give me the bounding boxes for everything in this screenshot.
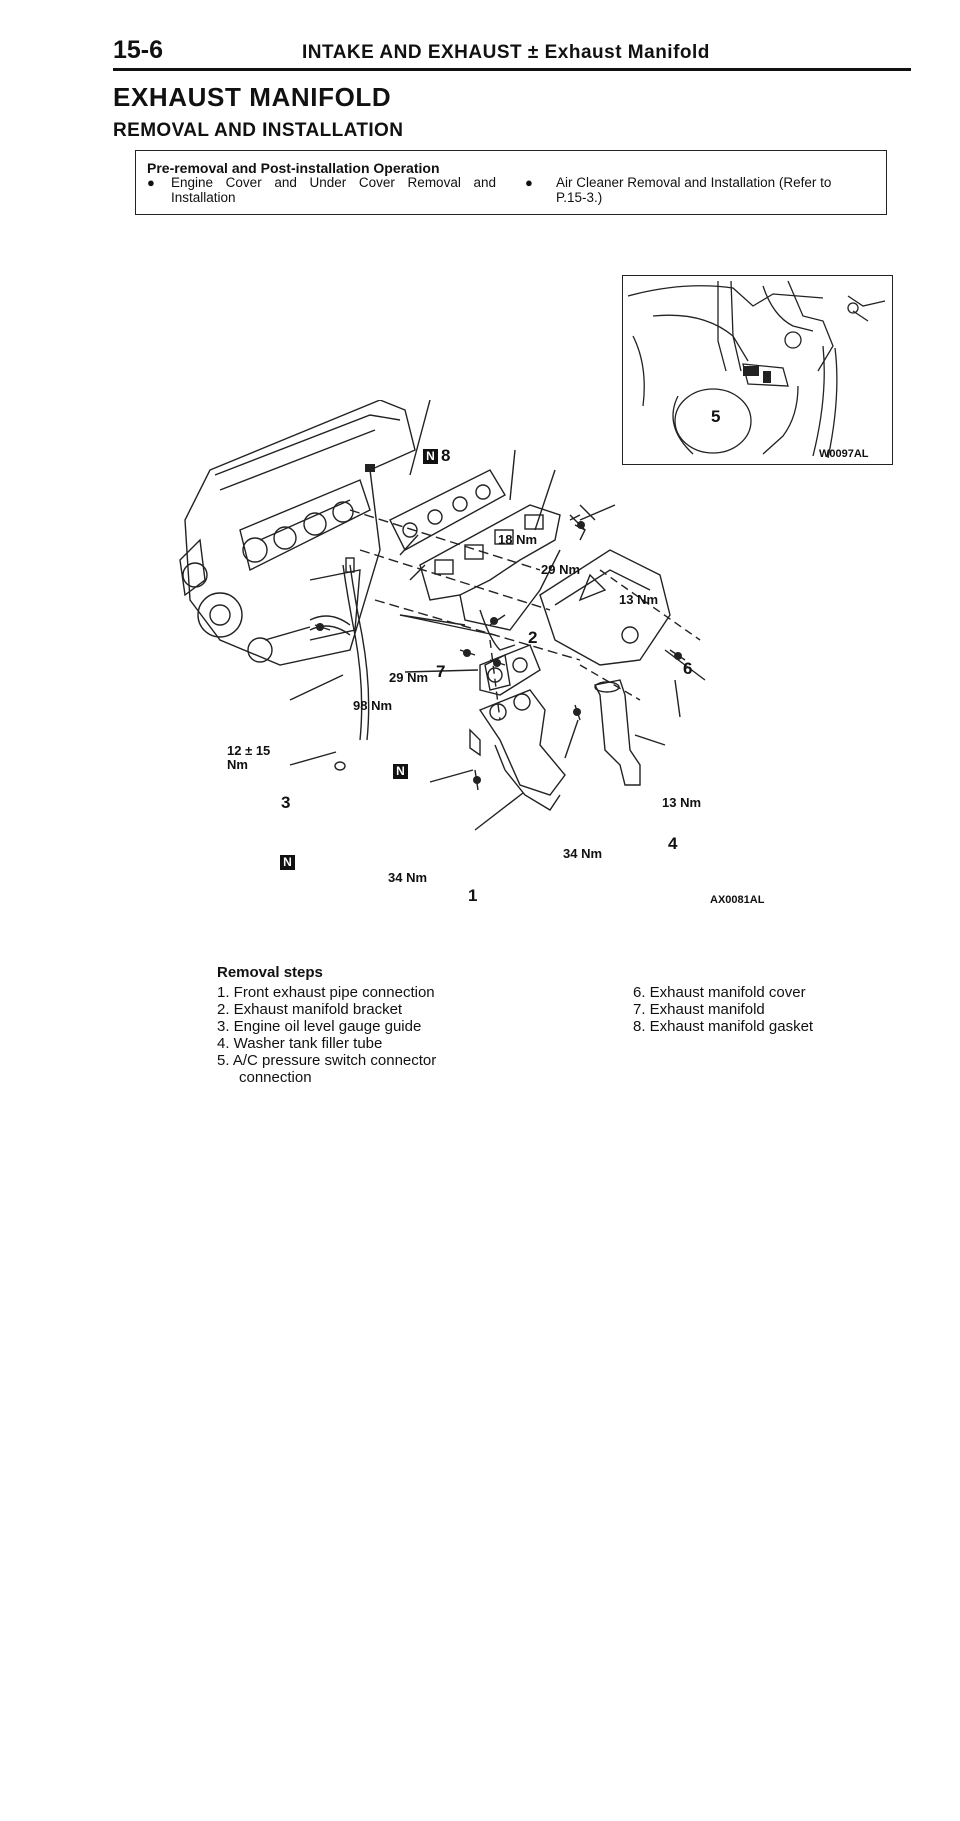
part-number-7: 7	[436, 662, 446, 681]
main-figure-code: AX0081AL	[710, 894, 765, 906]
removal-step: 1. Front exhaust pipe connection	[217, 984, 435, 1001]
replace-mark-icon: N	[393, 764, 408, 779]
part-number-1: 1	[468, 886, 478, 905]
torque-unit-label: Nm	[227, 757, 248, 772]
bullet-icon: ●	[525, 175, 533, 190]
part-number-5: 5	[711, 407, 721, 426]
torque-label: 34 Nm	[388, 870, 428, 885]
section-name: INTAKE AND EXHAUST ±	[302, 42, 539, 63]
pre-operation-title: Pre-removal and Post-installation Operat…	[147, 160, 440, 176]
torque-label: 12 ± 15	[227, 743, 271, 758]
removal-step: 4. Washer tank filler tube	[217, 1035, 383, 1052]
bullet-icon: ●	[147, 175, 155, 190]
section-title: INTAKE AND EXHAUST ± Exhaust Manifold	[302, 42, 710, 64]
header-rule	[113, 68, 911, 71]
removal-step: 3. Engine oil level gauge guide	[217, 1018, 422, 1035]
removal-step: 6. Exhaust manifold cover	[633, 984, 806, 1001]
exploded-view-drawing	[179, 399, 706, 831]
torque-label: 18 Nm	[498, 532, 538, 547]
torque-label: 13 Nm	[662, 795, 702, 810]
inset-figure-code: W0097AL	[819, 448, 869, 460]
removal-steps-right: 6. Exhaust manifold cover 7. Exhaust man…	[633, 984, 813, 1035]
part-number-2: 2	[528, 628, 538, 647]
removal-step: 2. Exhaust manifold bracket	[217, 1001, 403, 1018]
page-subtitle: REMOVAL AND INSTALLATION	[113, 120, 404, 141]
inset-figure: 5 W0097AL	[622, 275, 893, 465]
replace-mark-icon: N	[280, 855, 295, 870]
torque-label: 13 Nm	[619, 592, 659, 607]
part-number-4: 4	[668, 834, 678, 853]
torque-label: 98 Nm	[353, 698, 393, 713]
page-title: EXHAUST MANIFOLD	[113, 82, 392, 112]
pre-operation-item: Engine Cover and Under Cover Removal and…	[171, 175, 496, 205]
part-number-6: 6	[683, 659, 693, 678]
torque-label: 34 Nm	[563, 846, 603, 861]
removal-steps-left: 1. Front exhaust pipe connection 2. Exha…	[217, 984, 436, 1086]
inset-drawing	[627, 280, 886, 459]
subsection-name: Exhaust Manifold	[544, 42, 710, 63]
removal-step: 5. A/C pressure switch connector	[217, 1052, 437, 1069]
removal-steps-title: Removal steps	[217, 964, 323, 981]
page-number: 15-6	[113, 36, 164, 64]
replace-mark-icon: N	[423, 449, 438, 464]
part-number-8: 8	[441, 446, 451, 465]
exploded-view-figure: N 8 18 Nm 29 Nm 13 Nm 2 6 29 Nm 7 98 Nm …	[160, 399, 880, 965]
pre-operation-box	[135, 150, 887, 215]
removal-step: 8. Exhaust manifold gasket	[633, 1018, 814, 1035]
torque-label: 29 Nm	[541, 562, 581, 577]
torque-label: 29 Nm	[389, 670, 429, 685]
removal-step-continued: connection	[239, 1069, 312, 1086]
removal-step: 7. Exhaust manifold	[633, 1001, 765, 1018]
pre-operation-item: Air Cleaner Removal and Installation (Re…	[556, 175, 832, 205]
part-number-3: 3	[281, 793, 291, 812]
